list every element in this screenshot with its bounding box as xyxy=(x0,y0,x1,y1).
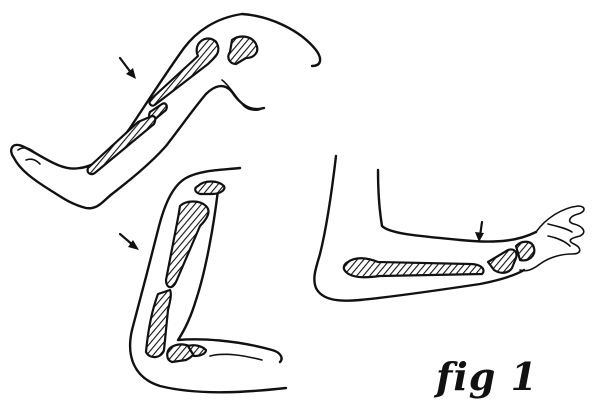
forearm-bone-shaft[interactable] xyxy=(344,258,484,277)
forearm-drawing xyxy=(314,156,584,301)
upper-arm-outline[interactable] xyxy=(130,168,286,392)
upper-arm-drawing xyxy=(120,168,286,392)
forearm-inner-line xyxy=(378,170,536,242)
finger-lines xyxy=(548,224,572,246)
forearm-distal-fragment[interactable] xyxy=(488,249,517,272)
elbow-crease xyxy=(210,354,262,360)
knee-joint-bone[interactable] xyxy=(228,37,257,64)
arm-arrow-icon xyxy=(120,234,139,250)
shoulder-bone[interactable] xyxy=(195,182,224,195)
figure-label: fig 1 xyxy=(436,358,538,396)
wrist-bones[interactable] xyxy=(516,242,534,261)
hand-outline xyxy=(520,206,584,271)
humerus-lower-fragment[interactable] xyxy=(146,290,171,357)
forearm-arrow-icon xyxy=(475,222,484,242)
humerus-upper-fragment[interactable] xyxy=(166,202,208,288)
leg-arrow-icon xyxy=(120,58,136,79)
forearm-outline-upper[interactable] xyxy=(314,156,360,301)
leg-drawing xyxy=(11,14,320,208)
knee-crease xyxy=(222,80,262,110)
